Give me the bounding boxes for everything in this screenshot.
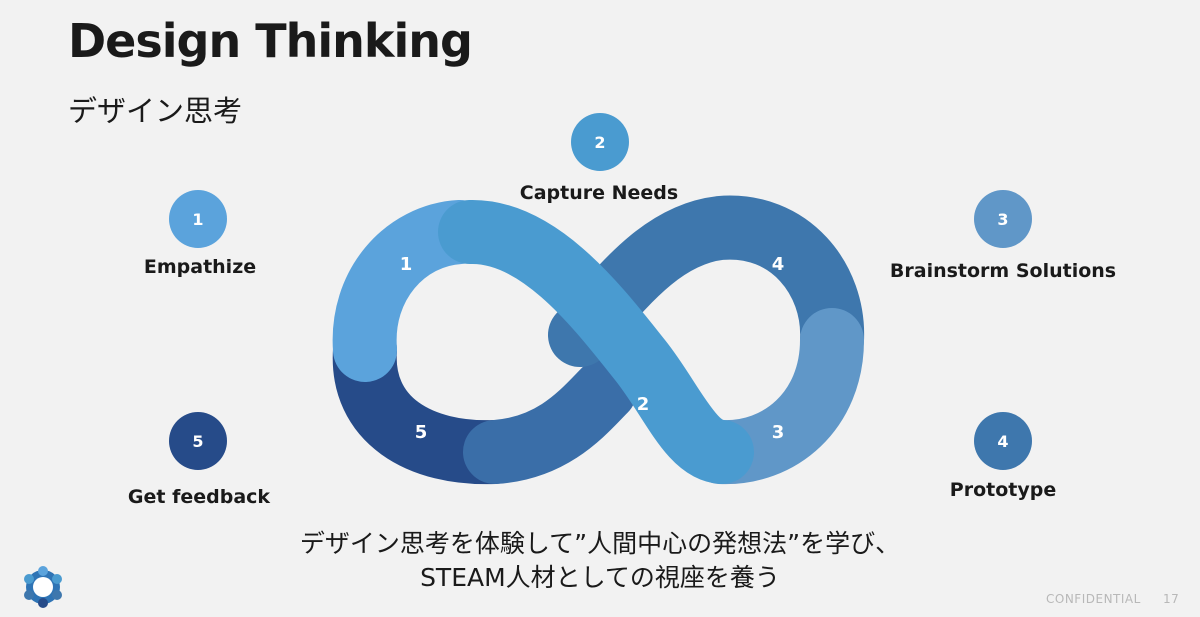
- loop-number-4: 4: [772, 254, 785, 275]
- step-3-number: 3: [997, 209, 1009, 229]
- loop-number-3: 3: [772, 422, 785, 443]
- company-logo-icon: [24, 566, 62, 608]
- footer-confidential: CONFIDENTIAL: [1046, 592, 1141, 606]
- loop-number-2: 2: [637, 394, 650, 415]
- slide-subtitle: デザイン思考: [68, 94, 243, 128]
- tagline-line-2: STEAM人材としての視座を養う: [420, 563, 780, 592]
- loop-number-1: 1: [400, 254, 413, 275]
- step-5-label: Get feedback: [127, 486, 271, 508]
- loop-segment-5-connector: [463, 358, 637, 484]
- step-3-label: Brainstorm Solutions: [889, 260, 1117, 282]
- step-2-circle: 2: [571, 113, 629, 171]
- step-2-number: 2: [594, 132, 606, 152]
- step-1-label: Empathize: [143, 256, 257, 278]
- step-4-number: 4: [997, 431, 1009, 451]
- slide-title: Design Thinking: [68, 14, 473, 68]
- step-4-label: Prototype: [949, 479, 1057, 501]
- step-4-circle: 4: [974, 412, 1032, 470]
- step-1-circle: 1: [169, 190, 227, 248]
- loop-segment-2: [438, 200, 754, 484]
- step-2-label: Capture Needs: [519, 182, 679, 204]
- step-5-number: 5: [192, 431, 204, 451]
- step-3-circle: 3: [974, 190, 1032, 248]
- loop-number-5: 5: [415, 422, 428, 443]
- tagline-line-1: デザイン思考を体験して”人間中心の発想法”を学び、: [299, 529, 901, 558]
- footer-page-number: 17: [1163, 592, 1180, 606]
- step-1-number: 1: [192, 209, 204, 229]
- step-5-circle: 5: [169, 412, 227, 470]
- tagline: デザイン思考を体験して”人間中心の発想法”を学び、 STEAM人材としての視座を…: [0, 527, 1200, 595]
